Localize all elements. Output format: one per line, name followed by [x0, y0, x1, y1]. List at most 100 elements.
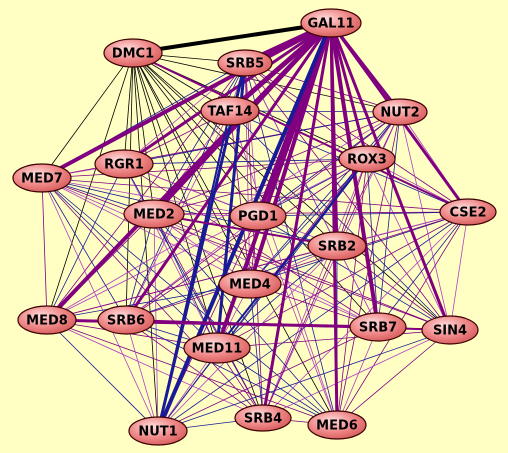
node-label: MED6	[316, 419, 358, 434]
node-label: SRB4	[244, 412, 282, 427]
edge-srb5-med2	[153, 62, 246, 215]
node-shape	[97, 305, 155, 335]
node-med2[interactable]: MED2	[123, 199, 185, 229]
node-srb4[interactable]: SRB4	[234, 404, 292, 432]
edge-dmc1-rgr1	[123, 52, 134, 165]
edge-med7-nut1	[41, 177, 159, 432]
node-label: TAF14	[208, 105, 253, 120]
node-shape	[123, 199, 185, 229]
edge-srb2-med11	[216, 245, 338, 349]
edge-gal11-nut2	[329, 21, 402, 114]
edge-sin4-med11	[216, 329, 451, 349]
edge-med11-med6	[216, 347, 338, 426]
node-label: SRB7	[359, 321, 397, 336]
edge-nut2-srb7	[377, 111, 401, 328]
edge-rox3-med8	[46, 158, 368, 321]
node-shape	[421, 315, 479, 345]
edge-dmc1-med6	[132, 52, 338, 426]
node-shape	[218, 269, 282, 299]
edge-cse2-med6	[336, 211, 469, 426]
node-sin4[interactable]: SIN4	[421, 315, 479, 345]
edge-gal11-srb2	[329, 21, 339, 248]
edge-sin4-med6	[336, 329, 451, 426]
node-label: SRB5	[226, 57, 264, 72]
node-nut1[interactable]: NUT1	[128, 416, 188, 446]
node-shape	[94, 149, 154, 179]
edge-gal11-srb6	[124, 21, 333, 322]
edge-pgd1-cse2	[257, 211, 469, 217]
edge-dmc1-srb6	[125, 52, 134, 321]
node-med6[interactable]: MED6	[307, 410, 367, 440]
edge-taf14-med4	[229, 110, 251, 285]
node-label: CSE2	[449, 206, 486, 221]
node-shape	[12, 163, 72, 193]
node-shape	[349, 312, 407, 342]
node-srb6[interactable]: SRB6	[97, 305, 155, 335]
node-taf14[interactable]: TAF14	[200, 96, 260, 126]
node-rox3[interactable]: ROX3	[338, 145, 396, 173]
node-cse2[interactable]: CSE2	[439, 198, 497, 226]
edge-nut2-sin4	[399, 111, 451, 331]
node-pgd1[interactable]: PGD1	[229, 201, 287, 231]
node-med4[interactable]: MED4	[218, 269, 282, 299]
node-shape	[128, 416, 188, 446]
edge-med7-srb4	[41, 177, 264, 419]
edge-srb2-srb4	[262, 245, 338, 419]
node-shape	[338, 145, 396, 173]
edge-med2-srb6	[125, 213, 155, 321]
edge-taf14-nut1	[157, 110, 231, 432]
node-nut2[interactable]: NUT2	[372, 98, 428, 126]
edge-taf14-sin4	[229, 110, 451, 331]
edge-sin4-srb4	[262, 329, 451, 419]
edge-cse2-sin4	[449, 211, 469, 331]
edge-med2-med11	[153, 213, 218, 349]
edge-nut2-med4	[249, 111, 401, 285]
edge-med7-srb6	[41, 177, 127, 321]
node-rgr1[interactable]: RGR1	[94, 149, 154, 179]
node-dmc1[interactable]: DMC1	[103, 38, 163, 68]
edge-srb5-sin4	[244, 62, 451, 331]
node-shape	[372, 98, 428, 126]
edge-rox3-med11	[216, 158, 368, 349]
node-label: SRB6	[107, 314, 145, 329]
edge-gal11-taf14	[227, 20, 334, 114]
node-label: GAL11	[307, 17, 354, 32]
edge-nut2-pgd1	[257, 111, 401, 217]
edge-dmc1-nut1	[132, 52, 159, 432]
edge-med8-nut1	[46, 319, 159, 432]
node-gal11[interactable]: GAL11	[300, 8, 362, 38]
edge-gal11-srb4	[261, 21, 333, 420]
edge-med7-sin4	[41, 177, 451, 331]
node-label: MED11	[192, 342, 243, 357]
node-label: MED4	[229, 278, 271, 293]
node-srb7[interactable]: SRB7	[349, 312, 407, 342]
edge-med7-cse2	[41, 177, 469, 213]
edge-rox3-srb6	[125, 158, 368, 321]
node-srb5[interactable]: SRB5	[217, 49, 273, 77]
edge-med8-med6	[46, 319, 338, 426]
node-shape	[307, 231, 367, 261]
node-shape	[103, 38, 163, 68]
node-med11[interactable]: MED11	[183, 332, 251, 364]
edge-gal11-med7	[40, 21, 333, 180]
node-label: NUT2	[380, 106, 419, 121]
node-srb2[interactable]: SRB2	[307, 231, 367, 261]
edge-srb6-srb4	[125, 319, 264, 419]
edge-med7-med4	[41, 177, 251, 285]
node-label: ROX3	[347, 153, 387, 168]
edge-srb2-sin4	[336, 245, 451, 331]
edge-gal11-sin4	[329, 21, 452, 332]
node-shape	[307, 410, 367, 440]
node-med8[interactable]: MED8	[17, 305, 77, 335]
edge-med2-med6	[153, 213, 338, 426]
node-label: RGR1	[104, 158, 144, 173]
edge-srb7-med6	[336, 326, 379, 426]
node-med7[interactable]: MED7	[12, 163, 72, 193]
edge-gal11-rgr1	[122, 21, 333, 166]
edge-pgd1-med6	[257, 215, 338, 426]
node-shape	[300, 8, 362, 38]
edge-srb6-nut1	[125, 319, 159, 432]
node-shape	[439, 198, 497, 226]
